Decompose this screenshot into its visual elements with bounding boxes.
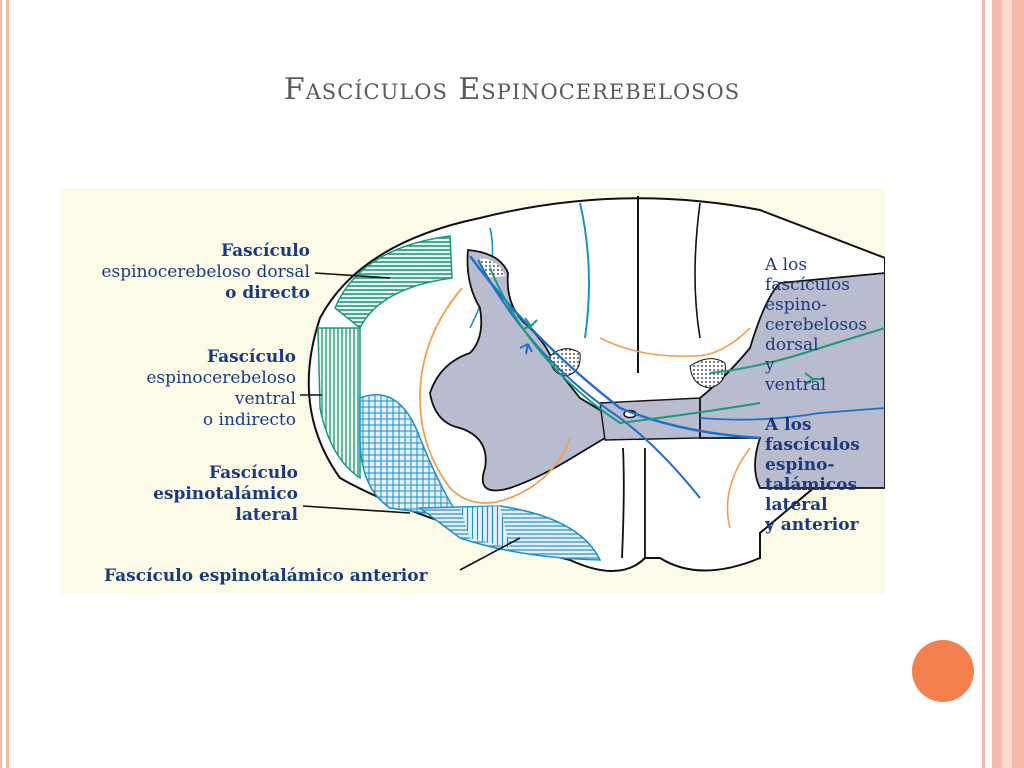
label-line: espinotalámico <box>153 484 298 504</box>
orange-line-3 <box>726 447 751 529</box>
label-line: espinocerebeloso <box>146 368 296 388</box>
slide-title: Fascículos Espinocerebelosos <box>283 72 741 107</box>
label-line: espinocerebeloso dorsal <box>101 262 310 282</box>
pointer-lateral <box>302 505 411 514</box>
label-line: cerebelosos <box>765 315 867 335</box>
decorative-orange-circle <box>912 640 974 702</box>
neuron-marker-1 <box>522 317 538 330</box>
label-lateral-spinothalamic: Fascículo espinotalámico lateral <box>153 463 298 525</box>
label-line: A los <box>764 415 811 435</box>
left-decorative-border <box>0 0 16 768</box>
lateral-spinothalamic-tract <box>359 394 462 519</box>
fiber-green-1 <box>489 267 761 425</box>
label-line: Fascículo <box>209 463 298 483</box>
label-line: Fascículo <box>221 241 310 261</box>
spinal-cord-diagram: Fascículo espinocerebeloso dorsal o dire… <box>60 188 885 594</box>
label-dorsal-spinocerebellar: Fascículo espinocerebeloso dorsal o dire… <box>101 241 310 303</box>
pointer-anterior <box>459 537 521 571</box>
right-decorative-border <box>978 0 1024 768</box>
posterior-column-right <box>694 202 701 339</box>
pointer-dorsal <box>314 272 391 279</box>
neuron-marker-3 <box>804 372 823 386</box>
label-line: A los <box>764 255 807 275</box>
label-line: Fascículo <box>207 347 296 367</box>
label-anterior-spinothalamic: Fascículo espinotalámico anterior <box>104 566 429 586</box>
neuron-marker-2 <box>519 343 533 355</box>
posterior-column-left <box>579 202 590 339</box>
label-ventral-spinocerebellar: Fascículo espinocerebeloso ventral o ind… <box>146 347 296 430</box>
label-right-cerebellar: A los fascículos espino- cerebelosos dor… <box>764 255 867 395</box>
label-line: y <box>764 355 775 375</box>
label-line: fascículos <box>765 435 860 455</box>
label-line: espino- <box>765 455 835 475</box>
label-line: o indirecto <box>203 410 296 430</box>
label-line: Fascículo espinotalámico anterior <box>104 566 429 586</box>
label-line: espino- <box>765 295 827 315</box>
fiber-blue-3 <box>699 407 885 421</box>
cord-outline <box>307 197 885 572</box>
label-line: lateral <box>235 505 298 525</box>
fiber-green-2 <box>709 327 885 374</box>
orange-line-1 <box>419 287 571 504</box>
label-line: ventral <box>234 389 296 409</box>
label-line: talámicos <box>765 475 857 495</box>
label-line: dorsal <box>765 335 819 355</box>
grey-matter-right <box>699 272 885 489</box>
ventral-spinocerebellar-tract <box>317 327 361 480</box>
label-line: y anterior <box>764 515 860 535</box>
fiber-blue-2 <box>477 259 701 499</box>
anterior-spinothalamic-tract-b <box>460 506 510 548</box>
label-line: o directo <box>225 283 310 303</box>
label-line: lateral <box>765 495 828 515</box>
label-right-thalamic: A los fascículos espino- talámicos later… <box>764 415 860 535</box>
orange-line-2 <box>599 327 751 357</box>
clarke-nucleus-right <box>689 358 726 389</box>
label-line: ventral <box>764 375 826 395</box>
anterior-median-fissure <box>621 447 646 559</box>
label-line: fascículos <box>765 275 850 295</box>
